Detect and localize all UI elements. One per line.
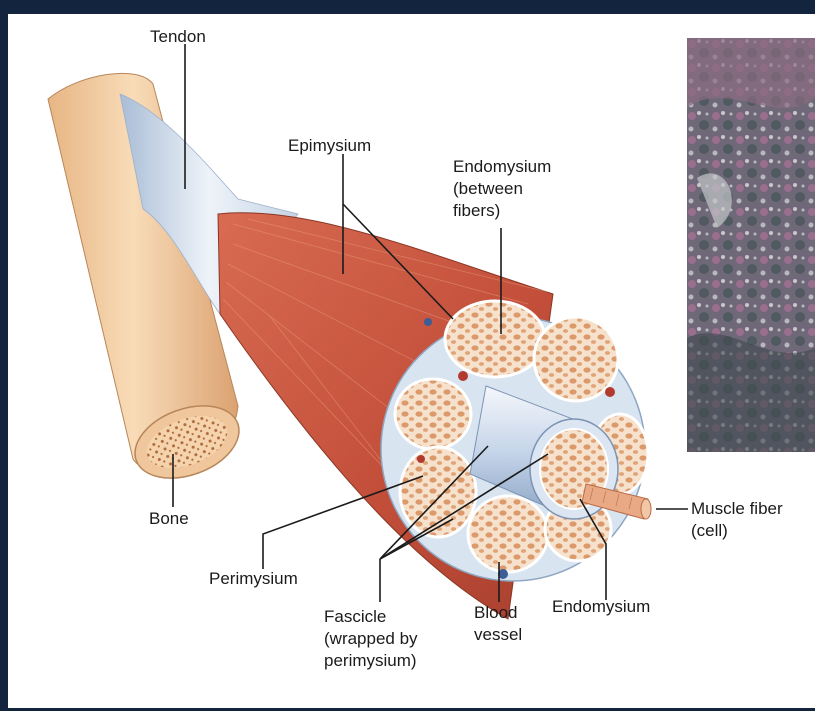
- label-fascicle-line2: (wrapped by: [324, 629, 418, 648]
- fascicle: [468, 496, 548, 572]
- micrograph-photo: [687, 38, 815, 452]
- label-bone: Bone: [149, 509, 189, 528]
- blood-vessel-dot: [417, 455, 425, 463]
- label-endomysium-top-line1: Endomysium: [453, 157, 551, 176]
- label-endomysium-bottom: Endomysium: [552, 597, 650, 616]
- blood-vessel-dot: [458, 371, 468, 381]
- label-perimysium: Perimysium: [209, 569, 298, 588]
- micrograph-texture: [687, 38, 815, 452]
- label-endomysium-top-line2: (between: [453, 179, 523, 198]
- label-blood-vessel-line1: Blood: [474, 603, 517, 622]
- fascicle: [534, 317, 618, 401]
- blood-vessel-dot: [605, 387, 615, 397]
- label-endomysium-top-line3: fibers): [453, 201, 500, 220]
- label-epimysium: Epimysium: [288, 136, 371, 155]
- fascicle: [445, 301, 545, 377]
- blood-vessel-dot: [424, 318, 432, 326]
- label-blood-vessel-line2: vessel: [474, 625, 522, 644]
- label-muscle-fiber-line1: Muscle fiber: [691, 499, 783, 518]
- label-fascicle-line1: Fascicle: [324, 607, 386, 626]
- label-fascicle-line3: perimysium): [324, 651, 417, 670]
- label-tendon: Tendon: [150, 27, 206, 46]
- fascicle: [395, 379, 471, 449]
- label-muscle-fiber-line2: (cell): [691, 521, 728, 540]
